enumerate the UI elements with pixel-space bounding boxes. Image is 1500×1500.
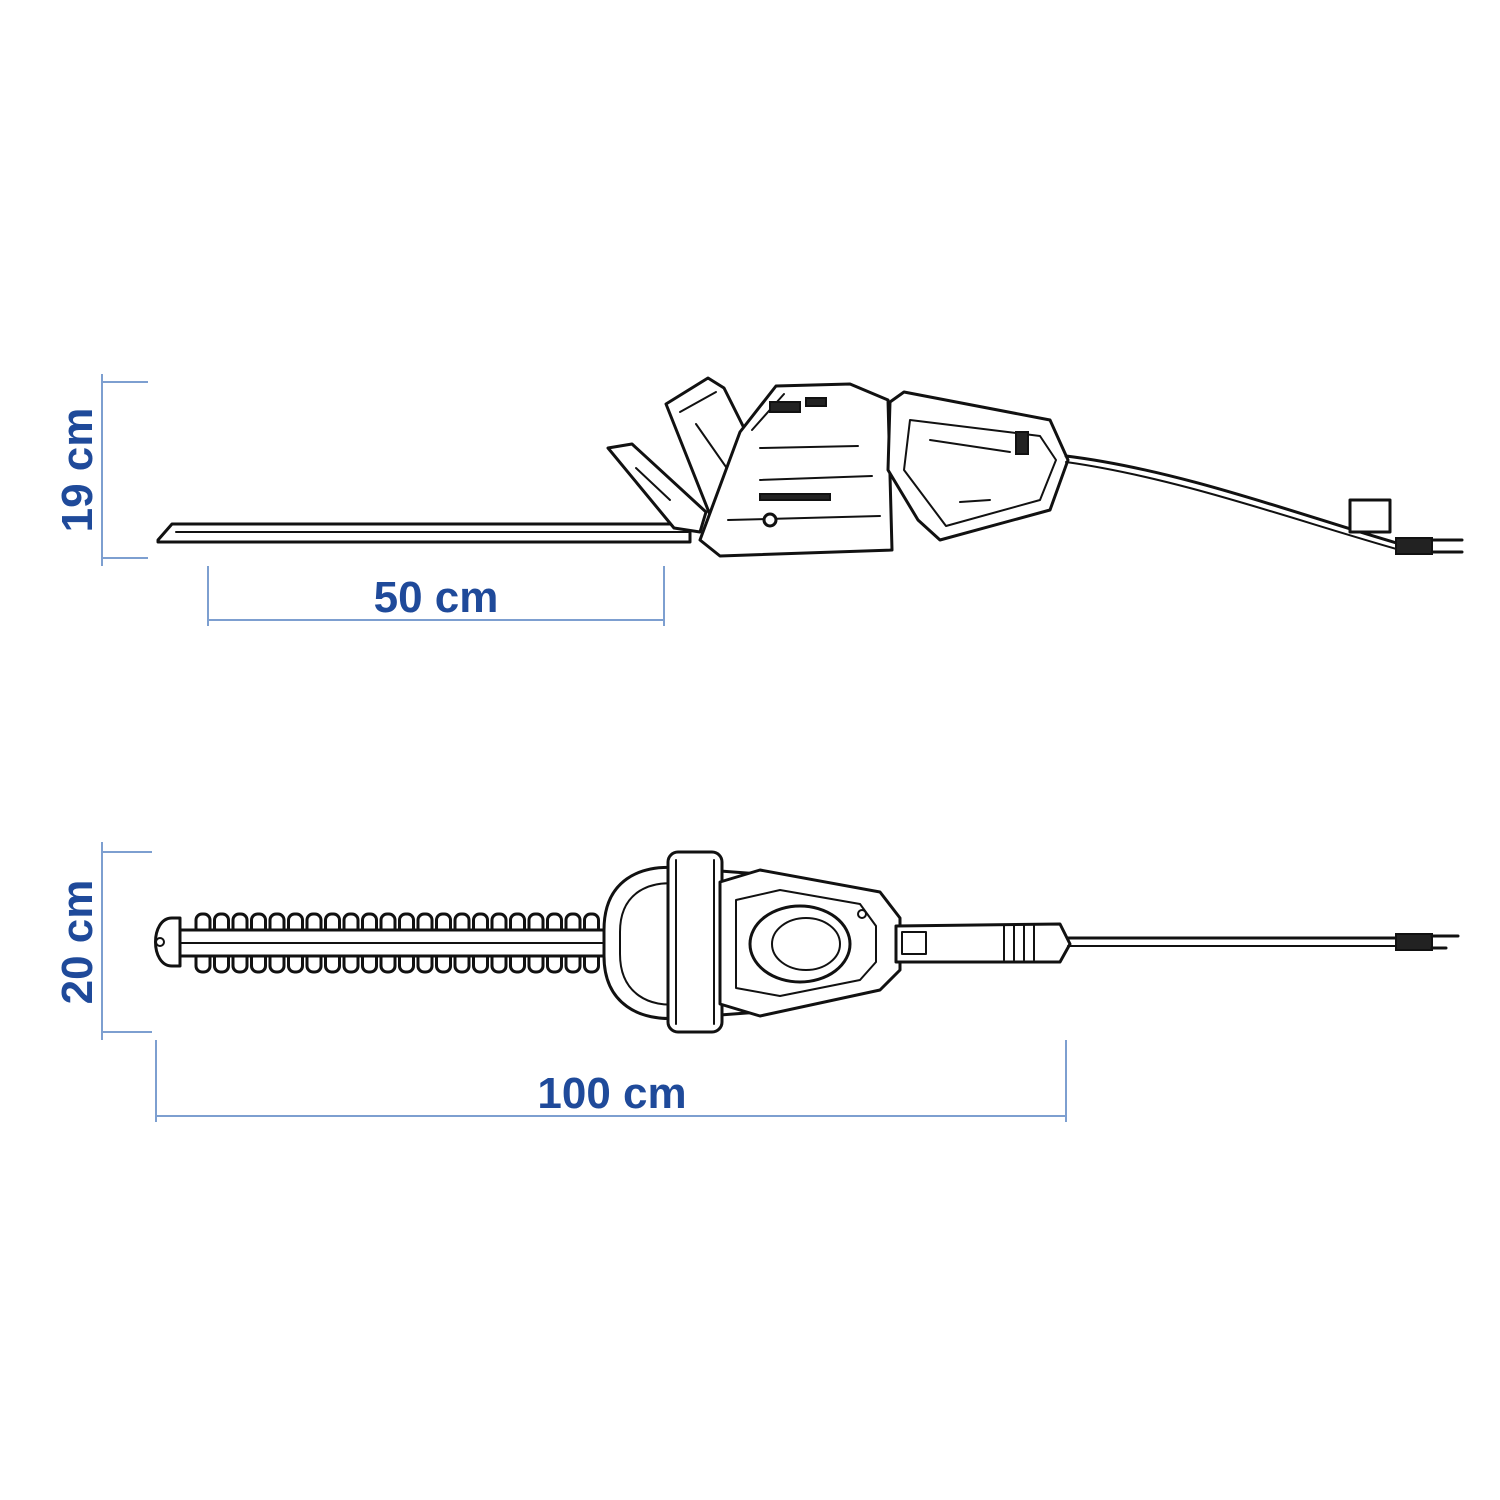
top-view-rear-grip	[894, 922, 1072, 964]
top-view-power-cord	[1066, 936, 1398, 947]
side-view-rear-handle	[886, 390, 1070, 542]
top-view-blade	[154, 912, 610, 974]
side-view-blade-length-label: 50 cm	[374, 573, 499, 622]
top-view-total-length-label: 100 cm	[537, 1069, 686, 1118]
top-view-drawing	[154, 850, 1460, 1034]
side-view-drawing	[156, 376, 1464, 558]
side-view-blade-length-dimension	[207, 566, 665, 626]
top-view-plug	[1395, 933, 1460, 951]
top-view-motor-housing	[718, 868, 902, 1018]
side-view-cord-tag	[1348, 498, 1392, 534]
top-view-width-dimension	[101, 842, 152, 1040]
top-view-total-length-dimension	[155, 1040, 1067, 1122]
top-view-width-label: 20 cm	[53, 880, 102, 1005]
side-view-height-label: 19 cm	[53, 408, 102, 533]
side-view-height-dimension	[101, 374, 148, 566]
side-view-plug	[1395, 537, 1464, 555]
side-view-blade	[156, 522, 692, 544]
